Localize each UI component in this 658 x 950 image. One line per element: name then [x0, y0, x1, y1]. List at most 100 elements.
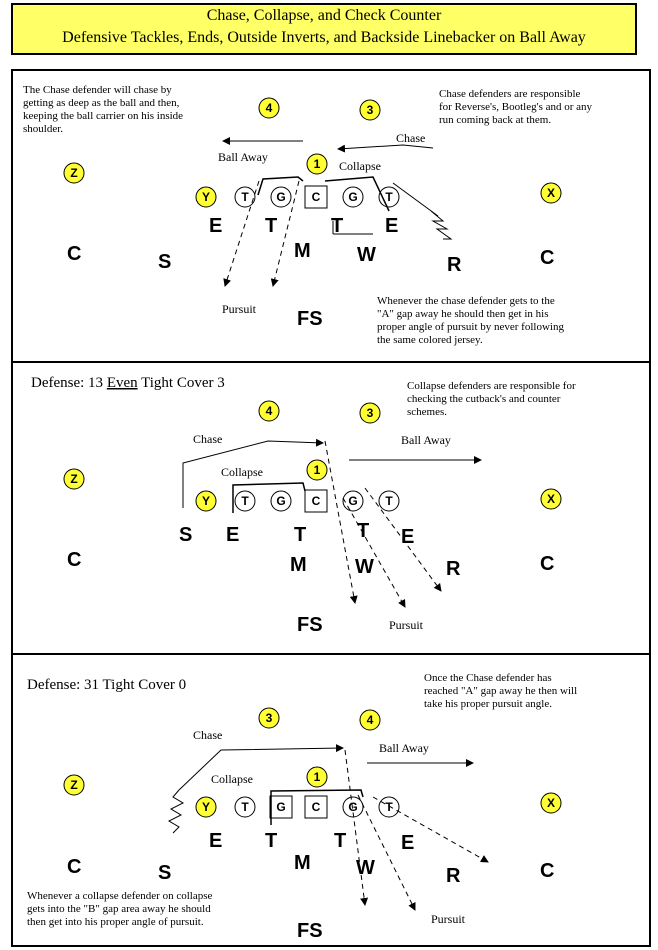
player-z-label: Z: [70, 778, 77, 792]
ball-away-label: Ball Away: [379, 741, 429, 755]
pursuit-label: Pursuit: [222, 302, 257, 316]
player-y-label: Y: [202, 190, 210, 204]
player-4-marker: [359, 709, 381, 731]
panel-31-cover-0: Defense: 31 Tight Cover 0 Once the Chase…: [11, 653, 651, 947]
pursuit-arrow: [364, 487, 442, 592]
player-1-marker: [306, 766, 328, 788]
collapse-line: [324, 176, 390, 212]
collapse-line: [257, 176, 304, 196]
note-left-line: shoulder.: [23, 123, 63, 135]
chase-label: Chase: [193, 432, 222, 446]
player-z-label: Z: [70, 166, 77, 180]
player-x-label: X: [547, 492, 555, 506]
panel3-heading: Defense: 31 Tight Cover 0: [27, 677, 186, 693]
player-3-label: 3: [367, 103, 374, 117]
title-line-1: Chase, Collapse, and Check Counter: [206, 7, 442, 24]
lineman-tackle: [234, 796, 256, 818]
chase-label: Chase: [396, 131, 425, 145]
safety-s: S: [179, 524, 192, 546]
collapse-line: [232, 482, 306, 513]
player-4-label: 4: [266, 404, 273, 418]
player-z-marker: [63, 774, 85, 796]
note-bottom-line: then get into his proper angle of pursui…: [27, 916, 204, 928]
player-1-marker: [306, 459, 328, 481]
pursuit-label: Pursuit: [431, 912, 466, 926]
corner-left: C: [67, 856, 81, 878]
linebacker-w: W: [357, 244, 376, 266]
rover-r: R: [447, 254, 462, 276]
lineman-label: G: [348, 494, 357, 508]
note-bottom-line: Whenever a collapse defender on collapse: [27, 890, 212, 902]
player-x-label: X: [547, 796, 555, 810]
player-3-label: 3: [367, 406, 374, 420]
chase-arrow: [337, 144, 434, 153]
player-y-label: Y: [202, 800, 210, 814]
note-left-line: getting as deep as the ball and then,: [23, 97, 180, 109]
lineman-tackle: [378, 796, 400, 818]
corner-right: C: [540, 553, 554, 575]
defender-t-right: T: [331, 215, 343, 237]
player-3-label: 3: [266, 711, 273, 725]
note-bottom-line: the same colored jersey.: [377, 334, 483, 346]
note-right-line: run coming back at them.: [439, 114, 551, 126]
note-right-line: Chase defenders are responsible: [439, 88, 581, 100]
player-4-label: 4: [266, 101, 273, 115]
defender-e-left: E: [209, 830, 222, 852]
note-left-line: The Chase defender will chase by: [23, 84, 172, 96]
player-y-marker: [195, 186, 217, 208]
defender-t-right: T: [334, 830, 346, 852]
panel2-diagram: Defense: 13 Even Tight Cover 3 Collapse …: [31, 375, 576, 636]
defender-t-right: T: [357, 520, 369, 542]
note-right-line: checking the cutback's and counter: [407, 393, 561, 405]
panel2-heading: Defense: 13 Even Tight Cover 3: [31, 375, 225, 391]
rover-r: R: [446, 865, 461, 887]
defender-t-left: T: [294, 524, 306, 546]
note-bottom-line: "A" gap away he should then get in his: [377, 308, 549, 320]
player-4-marker: [258, 97, 280, 119]
center-square: [304, 795, 328, 819]
player-y-marker: [195, 490, 217, 512]
pursuit-arrow: [270, 180, 300, 287]
defender-e-left: E: [226, 524, 239, 546]
player-z-marker: [63, 162, 85, 184]
player-1-label: 1: [314, 463, 321, 477]
linebacker-w: W: [356, 857, 375, 879]
lineman-label: G: [348, 800, 357, 814]
player-3-marker: [359, 99, 381, 121]
linebacker-m: M: [294, 852, 311, 874]
defender-e-left: E: [209, 215, 222, 237]
lineman-guard: [342, 186, 364, 208]
player-x-marker: [540, 488, 562, 510]
player-1-marker: [306, 153, 328, 175]
linebacker-m: M: [294, 240, 311, 262]
pursuit-label: Pursuit: [389, 618, 424, 632]
note-bottom-line: gets into the "B" gap area away he shoul…: [27, 903, 211, 915]
pursuit-arrow: [223, 180, 260, 287]
center-square: [304, 185, 328, 209]
player-3-marker: [258, 707, 280, 729]
lineman-label: T: [241, 494, 249, 508]
lineman-label: T: [385, 494, 393, 508]
defender-e-right: E: [385, 215, 398, 237]
defender-t-left: T: [265, 830, 277, 852]
chase-arrow: [182, 438, 324, 508]
lineman-guard: [342, 796, 364, 818]
player-x-marker: [540, 182, 562, 204]
note-right-line: Collapse defenders are responsible for: [407, 380, 576, 392]
lineman-label: G: [276, 800, 285, 814]
note-right-line: Once the Chase defender has: [424, 672, 552, 684]
lineman-label: G: [276, 190, 285, 204]
panel-13-even-cover-3: Defense: 13 Even Tight Cover 3 Collapse …: [11, 361, 651, 655]
player-z-marker: [63, 468, 85, 490]
player-4-label: 4: [367, 713, 374, 727]
heading-text: Defense: 13: [31, 375, 107, 391]
note-bottom-line: Whenever the chase defender gets to the: [377, 295, 555, 307]
center-label: C: [312, 190, 321, 204]
player-1-label: 1: [314, 157, 321, 171]
safety-s: S: [158, 862, 171, 884]
note-right-line: reached "A" gap away he then will: [424, 685, 577, 697]
player-3-marker: [359, 402, 381, 424]
defender-e-right: E: [401, 526, 414, 548]
chase-arrow: [178, 744, 344, 791]
note-left-line: keeping the ball carrier on his inside: [23, 110, 183, 122]
